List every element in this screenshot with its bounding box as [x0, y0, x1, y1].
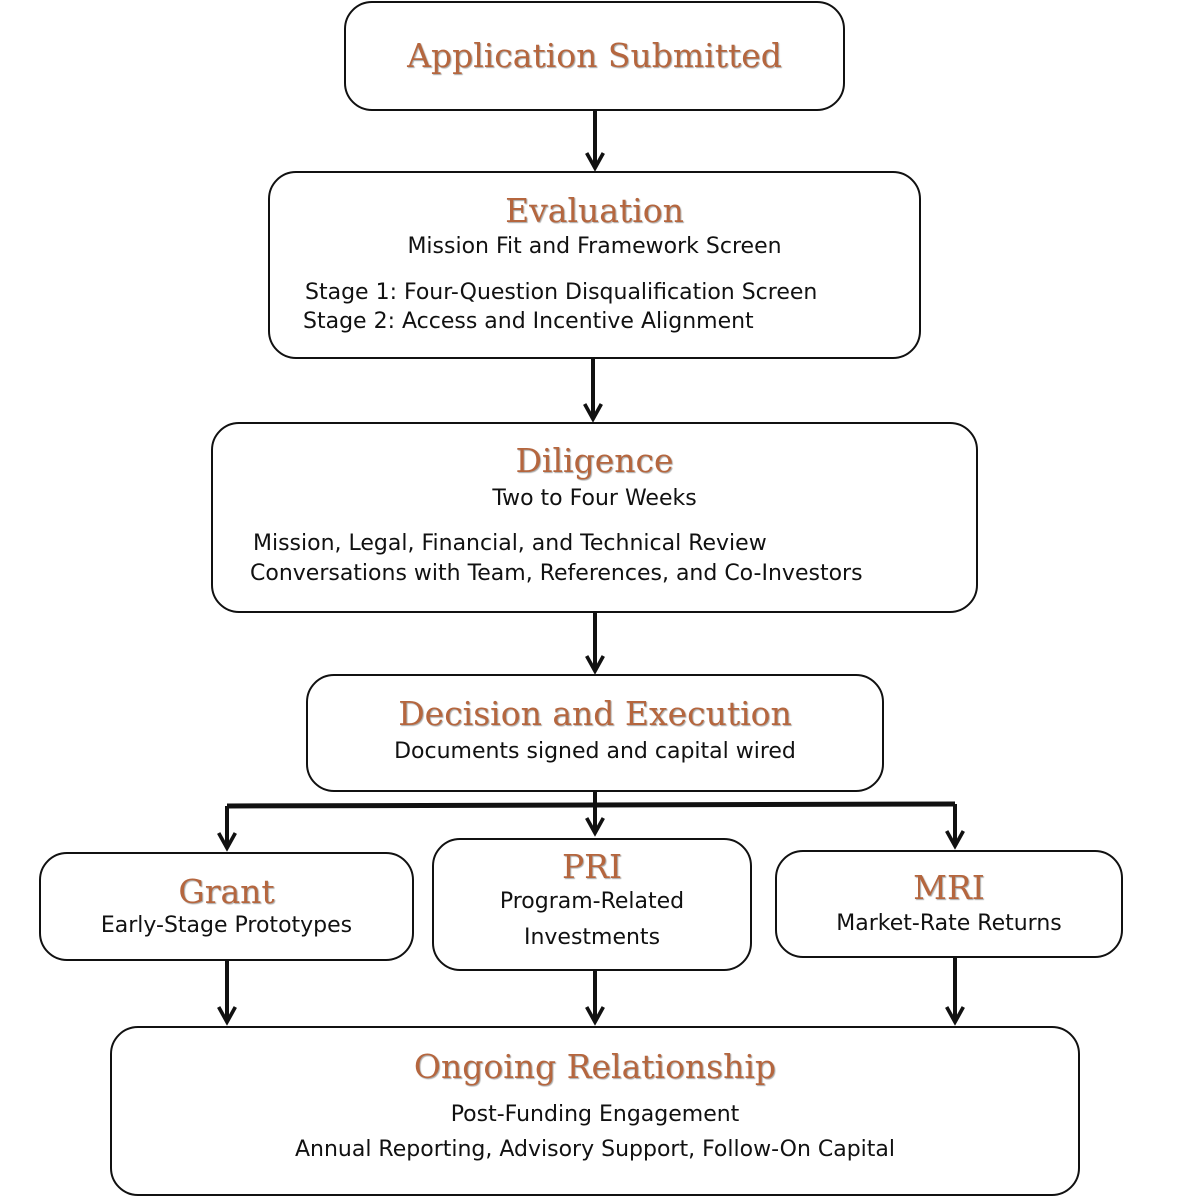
node-title: Decision and Execution — [398, 694, 792, 733]
node-decision-and-execution: Decision and Execution Documents signed … — [306, 674, 884, 792]
node-detail-line: Mission, Legal, Financial, and Technical… — [253, 531, 767, 556]
node-detail-line: Annual Reporting, Advisory Support, Foll… — [294, 1137, 896, 1162]
node-detail-line: Stage 1: Four-Question Disqualification … — [305, 280, 818, 305]
node-title: Evaluation — [505, 191, 684, 230]
node-title: Ongoing Relationship — [413, 1047, 777, 1086]
node-mri: MRI Market-Rate Returns — [775, 850, 1123, 958]
node-subtitle: Mission Fit and Framework Screen — [407, 234, 782, 259]
branch-horizontal-bar — [226, 801, 956, 809]
node-subtitle-line: Program-Related — [499, 889, 685, 914]
node-subtitle: Documents signed and capital wired — [394, 739, 796, 764]
node-title: MRI — [913, 868, 985, 907]
node-subtitle: Early-Stage Prototypes — [100, 913, 353, 938]
node-subtitle: Post-Funding Engagement — [450, 1102, 740, 1127]
node-diligence: Diligence Two to Four Weeks Mission, Leg… — [211, 422, 978, 613]
node-title: PRI — [561, 847, 623, 886]
node-subtitle: Market-Rate Returns — [836, 911, 1062, 936]
node-subtitle-line: Investments — [523, 925, 661, 950]
node-detail-line: Conversations with Team, References, and… — [250, 561, 863, 586]
node-pri: PRI Program-Related Investments — [432, 838, 752, 971]
node-application-submitted: Application Submitted — [344, 1, 845, 111]
node-detail-line: Stage 2: Access and Incentive Alignment — [303, 309, 754, 334]
node-title: Diligence — [515, 441, 674, 480]
node-title: Grant — [178, 872, 275, 911]
node-subtitle: Two to Four Weeks — [492, 486, 697, 511]
node-ongoing-relationship: Ongoing Relationship Post-Funding Engage… — [110, 1026, 1080, 1196]
node-evaluation: Evaluation Mission Fit and Framework Scr… — [268, 171, 921, 359]
node-title: Application Submitted — [407, 36, 782, 75]
node-grant: Grant Early-Stage Prototypes — [39, 852, 414, 961]
